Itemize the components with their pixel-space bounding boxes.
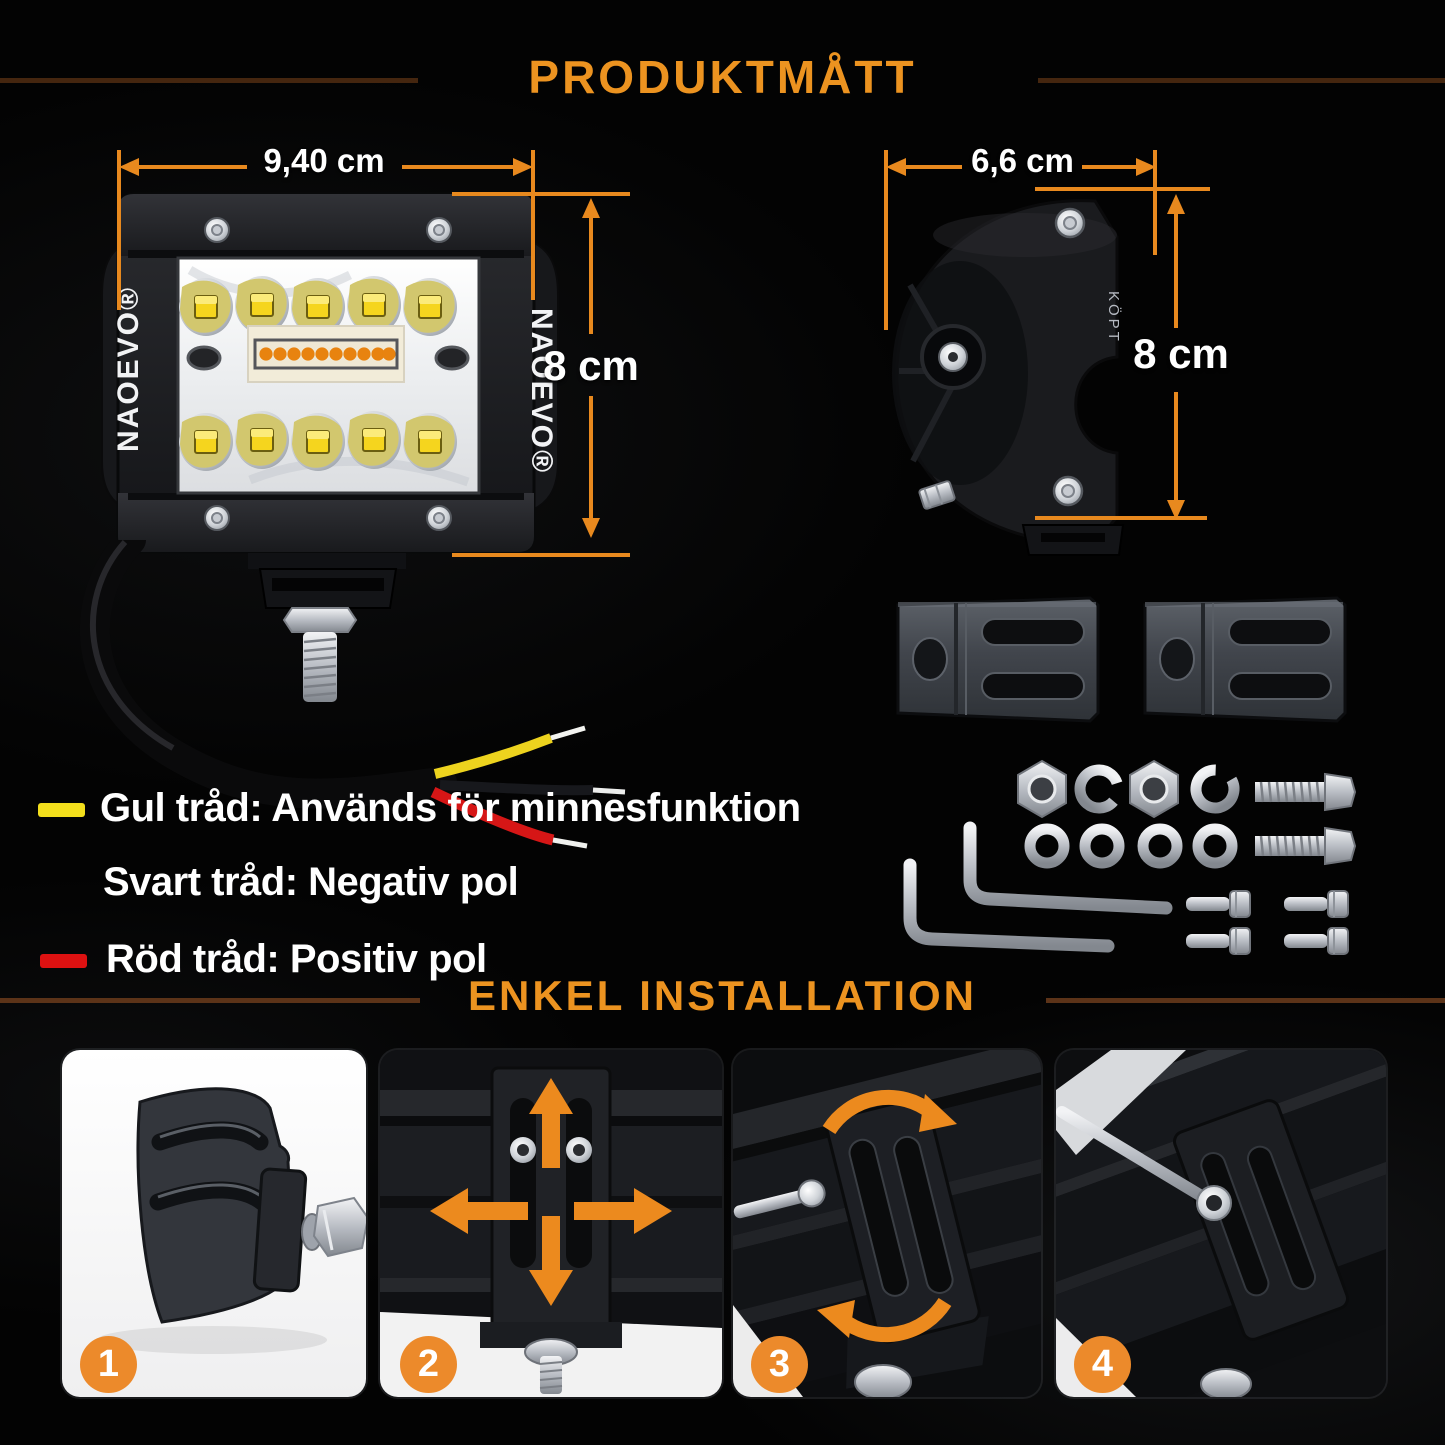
- yellow-wire-swatch: [38, 803, 85, 817]
- step-number-badge: 2: [400, 1336, 457, 1393]
- dimension-line: [402, 165, 514, 169]
- step-number-badge: 1: [80, 1336, 137, 1393]
- installation-step-panel-1: 1: [62, 1050, 366, 1397]
- hex-nut-icon: [1017, 759, 1067, 819]
- hardware-kit-photo: [903, 759, 1357, 955]
- dimension-line: [1082, 165, 1140, 169]
- screw-icon: [1052, 475, 1084, 507]
- lock-washer-icon: [1074, 764, 1124, 814]
- allen-key-icon: [963, 821, 1173, 915]
- led-row-top: [179, 276, 457, 336]
- dimension-guide: [1153, 150, 1157, 255]
- dimension-line: [589, 396, 593, 520]
- dimension-arrow-right-icon: [1136, 158, 1156, 176]
- screw-icon: [204, 505, 230, 531]
- dimension-line: [1174, 212, 1178, 328]
- dimension-arrow-up-icon: [1167, 194, 1185, 214]
- screw-icon: [426, 505, 452, 531]
- dimension-guide: [531, 150, 535, 300]
- bolt-icon: [1255, 826, 1357, 866]
- front-height-label: 8 cm: [543, 342, 639, 389]
- allen-key-icon: [903, 858, 1115, 953]
- dimension-extension: [452, 192, 630, 196]
- socket-screw-icon: [1186, 890, 1251, 918]
- dimension-arrow-right-icon: [513, 158, 533, 176]
- installation-step-panel-3: 3: [733, 1050, 1041, 1397]
- dimension-line: [137, 165, 247, 169]
- step-number-badge: 4: [1074, 1336, 1131, 1393]
- bracket-icon: [1143, 596, 1347, 723]
- rotate-arrows-icon: [817, 1089, 957, 1343]
- power-cable-photo: [80, 540, 626, 849]
- dimensions-section-title: PRODUKTMÅTT: [528, 51, 917, 103]
- header-line-left: [0, 998, 420, 1003]
- dimension-arrow-left-icon: [119, 158, 139, 176]
- header-line-right: [1046, 998, 1445, 1003]
- washer-icon: [1024, 823, 1070, 869]
- lock-washer-icon: [1190, 764, 1240, 814]
- side-bolt-icon: [918, 480, 956, 510]
- header-line-right: [1038, 78, 1445, 83]
- bracket-icon: [896, 596, 1100, 723]
- screw-icon: [426, 217, 452, 243]
- mounting-brackets-photo: [896, 596, 1347, 723]
- side-view-photo: KÖPT: [892, 199, 1125, 556]
- washer-icon: [1137, 823, 1183, 869]
- legend-red-wire: Röd tråd: Positiv pol: [106, 937, 487, 981]
- hex-nut-icon: [1129, 759, 1179, 819]
- adjust-arrows-icon: [430, 1078, 672, 1306]
- yellow-wire: [433, 725, 586, 779]
- screw-icon: [1054, 207, 1086, 239]
- red-wire: [430, 787, 588, 849]
- installation-step-panel-2: 2: [380, 1050, 722, 1397]
- black-wire: [439, 780, 626, 796]
- legend-yellow-wire: Gul tråd: Används för minnesfunktion: [100, 786, 801, 830]
- bolt-icon: [1255, 772, 1357, 812]
- screw-icon: [204, 217, 230, 243]
- brand-label-right: NAOEVO®: [525, 308, 558, 474]
- mounting-foot: [248, 553, 406, 702]
- front-width-label: 9,40 cm: [263, 142, 385, 179]
- socket-screw-icon: [1284, 890, 1349, 918]
- legend-black-wire: Svart tråd: Negativ pol: [103, 860, 519, 904]
- dimension-arrow-down-icon: [1167, 500, 1185, 520]
- allen-key-icon: [1056, 1106, 1232, 1221]
- red-wire-swatch: [40, 954, 87, 968]
- socket-screw-icon: [1186, 927, 1251, 955]
- front-view-photo: NAOEVO® NAOEVO®: [101, 192, 559, 702]
- dimension-arrow-down-icon: [582, 518, 600, 538]
- step-number-badge: 3: [751, 1336, 808, 1393]
- washer-icon: [1079, 823, 1125, 869]
- amber-led-strip: [247, 325, 405, 383]
- dimension-guide: [884, 150, 888, 330]
- dimension-line: [589, 216, 593, 334]
- dimension-arrow-up-icon: [582, 198, 600, 218]
- hub-bolt-icon: [920, 324, 986, 390]
- socket-screw-icon: [1284, 927, 1349, 955]
- washer-icon: [1192, 823, 1238, 869]
- side-brand-label: KÖPT: [1105, 291, 1123, 344]
- installation-step-panel-4: 4: [1056, 1050, 1386, 1397]
- side-width-label: 6,6 cm: [971, 142, 1074, 179]
- side-height-label: 8 cm: [1133, 330, 1229, 377]
- led-row-bottom: [179, 411, 457, 471]
- dimension-line: [904, 165, 962, 169]
- dimension-arrow-left-icon: [886, 158, 906, 176]
- dimension-extension: [1035, 516, 1207, 520]
- header-line-left: [0, 78, 418, 83]
- dimension-extension: [452, 553, 630, 557]
- installation-section-title: ENKEL INSTALLATION: [468, 972, 977, 1019]
- dimension-line: [1174, 392, 1178, 502]
- dimension-extension: [1035, 187, 1210, 191]
- dimension-guide: [117, 150, 121, 310]
- brand-label-left: NAOEVO®: [112, 286, 145, 452]
